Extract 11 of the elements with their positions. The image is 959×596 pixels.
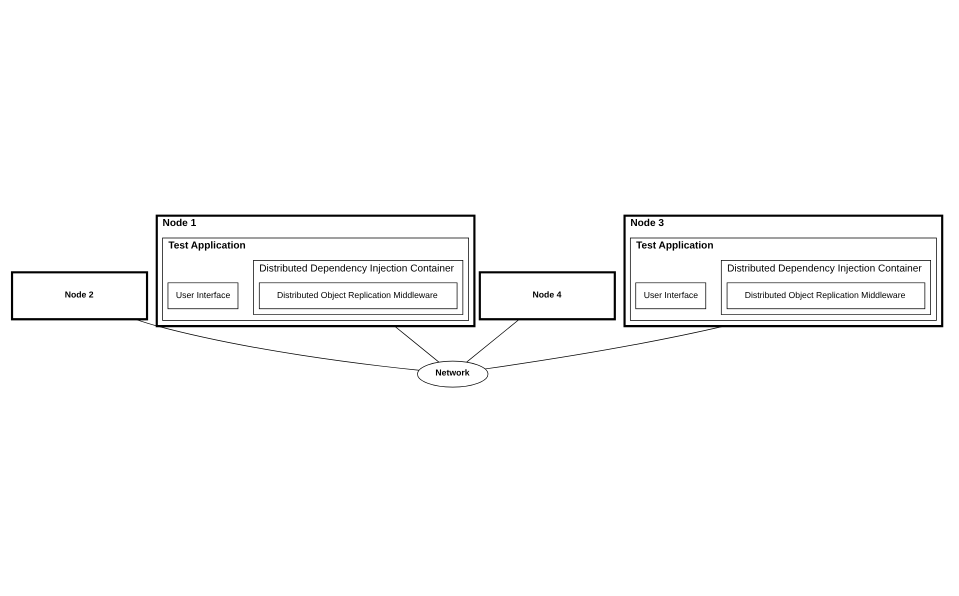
node-box: Distributed Object Replication Middleware — [258, 282, 457, 309]
connector — [466, 318, 520, 362]
node-box: User Interface — [634, 282, 706, 309]
node-ellipse: Network — [416, 360, 488, 387]
connector — [394, 325, 439, 362]
node-box: User Interface — [167, 282, 238, 309]
node-box: Node 4 — [478, 270, 616, 320]
connector — [484, 325, 724, 369]
node-box: Distributed Object Replication Middleware — [726, 282, 925, 309]
connector — [134, 318, 419, 370]
node-box: Node 2 — [10, 270, 148, 320]
